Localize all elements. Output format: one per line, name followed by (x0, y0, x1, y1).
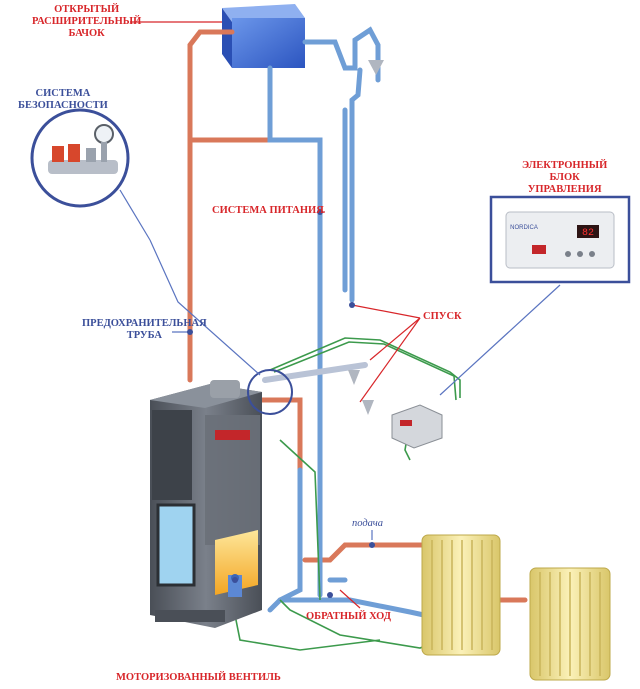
cold-pipes (267, 26, 473, 628)
safety-group-inset (30, 108, 130, 208)
label-motorized-valve: МОТОРИЗОВАННЫЙ ВЕНТИЛЬ (116, 672, 281, 683)
label-expansion-tank: ОТКРЫТЫЙ РАСШИРИТЕЛЬНЫЙ БАЧОК (32, 4, 142, 39)
label-drain: СПУСК (423, 311, 462, 322)
radiator-1 (421, 534, 501, 656)
leader-lines-blue (119, 189, 561, 540)
label-feed-system: СИСТЕМА ПИТАНИЯ (212, 205, 324, 216)
safety-junction-highlight (247, 369, 293, 415)
control-box-small (391, 404, 443, 449)
panel-brand: NORDICA (510, 225, 538, 231)
label-control-unit: ЭЛЕКТРОННЫЙ БЛОК УПРАВЛЕНИЯ (522, 160, 608, 195)
drain-valves (348, 60, 384, 415)
label-safety-system: СИСТЕМА БЕЗОПАСНОСТИ (18, 88, 108, 111)
callout-markers (187, 209, 375, 598)
label-safety-pipe: ПРЕДОХРАНИТЕЛЬНАЯ ТРУБА (82, 318, 207, 341)
label-supply: подача (352, 518, 384, 529)
wood-stove (150, 380, 262, 628)
radiator-2 (529, 567, 611, 681)
expansion-tank (222, 4, 305, 68)
label-return-line: ОБРАТНЫЙ ХОД (306, 611, 392, 622)
panel-display: 82 (582, 228, 594, 239)
control-panel-inset: 82 NORDICA (489, 195, 631, 284)
bypass-pipe (262, 362, 368, 383)
